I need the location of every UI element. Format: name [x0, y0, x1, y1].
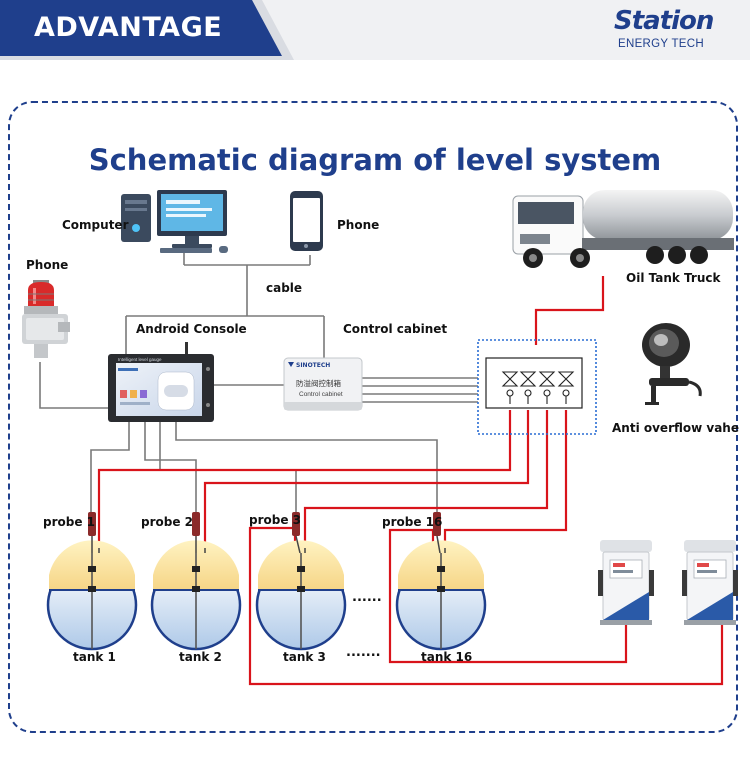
label-probe-3: probe 3: [249, 513, 302, 527]
console-screen-title: Intelligent level gauge: [118, 357, 162, 362]
logo-name: Station: [614, 6, 714, 36]
anti-overflow-valve-image: [642, 323, 702, 405]
alarm-beacon-icon: [22, 280, 70, 358]
label-tank-2: tank 2: [179, 650, 222, 664]
cabinet-brand: SINOTECH: [296, 362, 330, 369]
label-probe-16: probe 16: [382, 515, 443, 529]
computer-icon: [121, 190, 228, 253]
label-tank-16: tank 16: [421, 650, 473, 664]
tank-1: [46, 540, 138, 651]
tank-3: [255, 540, 347, 651]
label-tank-3: tank 3: [283, 650, 326, 664]
signal-lines: [97, 276, 724, 686]
cabinet-en-label: Control cabinet: [299, 391, 343, 398]
tank-2: [150, 540, 242, 651]
label-tank-1: tank 1: [73, 650, 116, 664]
phone-top-icon: [290, 191, 323, 251]
logo-sub: ENERGY TECH: [618, 38, 704, 50]
label-oil-tank-truck: Oil Tank Truck: [626, 271, 721, 285]
probe-2-head: [192, 512, 206, 553]
station-logo: Station ENERGY TECH: [612, 6, 732, 54]
cabinet-cn-label: 防溢阀控制箱: [296, 378, 341, 388]
label-android-console: Android Console: [136, 322, 247, 336]
fuel-dispenser-1-image: [598, 540, 654, 625]
probe-3-head: [292, 512, 306, 554]
ellipsis-bottom: .......: [346, 645, 381, 660]
ellipsis-middle: ......: [352, 590, 382, 605]
advantage-banner: [0, 0, 294, 60]
advantage-heading: ADVANTAGE: [34, 12, 223, 43]
label-probe-2: probe 2: [141, 515, 194, 529]
fuel-dispenser-2-image: [682, 540, 738, 625]
probes-group: [88, 512, 446, 554]
valve-symbols: [501, 371, 575, 404]
control-cabinet-box: SINOTECH 防溢阀控制箱 Control cabinet: [283, 357, 363, 411]
label-probe-1: probe 1: [43, 515, 96, 529]
tanks-group: [46, 540, 487, 651]
label-phone-top: Phone: [337, 218, 380, 232]
tank-16: [395, 540, 487, 651]
label-anti-overflow: Anti overflow vahe: [612, 421, 739, 435]
probe-16-head: [433, 512, 446, 554]
label-cable: cable: [266, 281, 303, 295]
diagram-frame: [8, 101, 738, 733]
header-bar: ADVANTAGE Station ENERGY TECH: [0, 0, 750, 60]
oil-tank-truck-image: [512, 190, 734, 268]
label-phone-left: Phone: [26, 258, 69, 272]
label-computer: Computer: [62, 218, 129, 232]
android-console-device: Intelligent level gauge: [108, 342, 214, 422]
diagram-title: Schematic diagram of level system: [88, 143, 662, 177]
cable-lines: [39, 253, 478, 512]
valve-junction-box: [477, 339, 597, 435]
label-control-cabinet: Control cabinet: [343, 322, 448, 336]
probe-1-head: [88, 512, 100, 553]
